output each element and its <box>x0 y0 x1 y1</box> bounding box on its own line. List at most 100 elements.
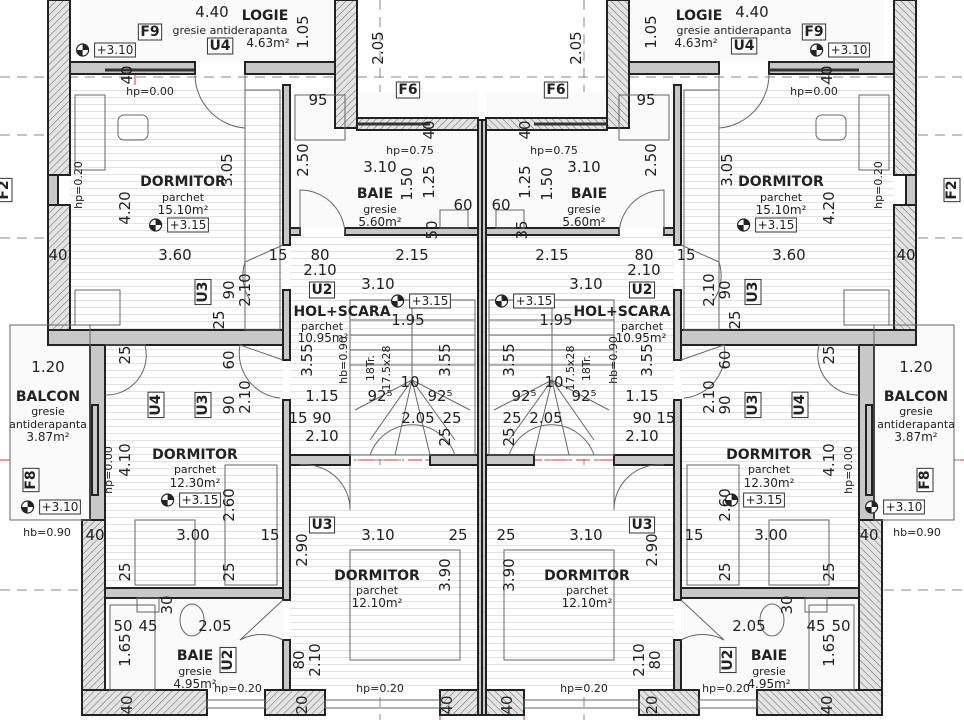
baie2-u2-label: U2 <box>720 649 736 670</box>
hol-u2-label: U2 <box>311 282 332 298</box>
label-frame <box>743 492 785 508</box>
label-frame <box>755 217 797 233</box>
hol-195-label: 1.95 <box>391 311 424 329</box>
baie1-title-label: BAIE <box>571 186 607 202</box>
dorm1-420-label: 4.20 <box>820 191 838 224</box>
level-marker-icon <box>810 43 824 57</box>
baie1-50-label: 35 <box>513 220 531 239</box>
hol-115-label: 1.15 <box>305 387 338 405</box>
baie1-area-label: 5.60m² <box>562 215 605 229</box>
dorm2-410-label: 4.10 <box>116 443 134 476</box>
w-40f-label: 40 <box>498 695 516 714</box>
d-25d-label: 25 <box>820 562 838 581</box>
dorm3-u3-label: U3 <box>631 517 652 533</box>
st-925a-label: 92⁵ <box>571 387 596 405</box>
dorm2-u4-label: U4 <box>792 394 808 415</box>
d-210b-label: 2.10 <box>700 273 718 306</box>
d-15a-label: 15 <box>676 246 695 264</box>
hp-075-label: hp=0.75 <box>530 144 578 157</box>
hol-area-label: 10.95m² <box>298 331 349 345</box>
dorm3-310-label: 3.10 <box>361 526 394 544</box>
d-360-label: 3.60 <box>772 246 805 264</box>
level-marker-icon <box>391 294 405 308</box>
dorm2-u3-label: U3 <box>745 394 761 415</box>
d-40d-label: 40 <box>859 526 878 544</box>
label-frame <box>194 391 212 419</box>
label-frame <box>39 499 81 515</box>
logie-width-label: 4.40 <box>195 3 228 21</box>
dorm2-finish-label: parchet <box>174 463 217 476</box>
wall-40b-label: 40 <box>420 120 438 139</box>
label-frame <box>791 391 809 419</box>
dorm1-level-label: +3.15 <box>170 218 207 232</box>
d-210a-label: 2.10 <box>303 261 336 279</box>
hol-finish-label: parchet <box>301 320 344 333</box>
label-frame <box>206 37 234 55</box>
hp-020a-label: hp=0.20 <box>702 682 750 695</box>
logie-title-label: LOGIE <box>242 8 289 24</box>
baie2-30-label: 30 <box>158 595 176 614</box>
d-80b-label: 80 <box>290 650 308 669</box>
d-80a-label: 80 <box>634 246 653 264</box>
dorm1-area-label: 15.10m² <box>756 203 807 217</box>
st-tr-label: 18Tr. <box>580 355 593 381</box>
dorm1-area-label: 15.10m² <box>158 203 209 217</box>
f8-label: F8 <box>23 470 39 489</box>
dorm2-area-label: 12.30m² <box>170 476 221 490</box>
dorm3-290-label: 2.90 <box>293 533 311 566</box>
dorm1-level-label: +3.15 <box>758 218 795 232</box>
label-frame <box>94 42 136 58</box>
dorm1-finish-label: parchet <box>162 191 205 204</box>
dorm2-level-label: +3.15 <box>182 493 219 507</box>
baie2-45-label: 45 <box>138 617 157 635</box>
label-frame <box>179 492 221 508</box>
dorm3-390-label: 3.90 <box>500 558 518 591</box>
balc-area-label: 3.87m² <box>894 430 937 444</box>
label-frame <box>147 391 165 419</box>
dorm3-290-label: 2.90 <box>643 533 661 566</box>
baie-310-label: 3.10 <box>567 158 600 176</box>
label-frame <box>194 278 212 306</box>
balc-120-label: 1.20 <box>899 358 932 376</box>
dorm1-u3-label: U3 <box>745 281 761 302</box>
gap-205-label: 2.05 <box>567 31 585 64</box>
st-355a-label: 3.55 <box>298 343 316 376</box>
baie2-finish-label: gresie <box>752 665 786 678</box>
f6-label: F6 <box>546 82 565 98</box>
dorm3-finish-label: parchet <box>356 584 399 597</box>
dorm2-finish-label: parchet <box>748 463 791 476</box>
dorm3-area-label: 12.10m² <box>352 596 403 610</box>
baie1-150-label: 1.50 <box>398 167 416 200</box>
baie1-150-label: 1.50 <box>538 167 556 200</box>
label-frame <box>628 281 656 299</box>
baie2-205-label: 2.05 <box>732 617 765 635</box>
d-90a-label: 90 <box>220 280 238 299</box>
gap-205-label: 2.05 <box>369 31 387 64</box>
balc-title-label: BALCON <box>16 389 80 405</box>
d-210a-label: 2.10 <box>627 261 660 279</box>
baie2-165-label: 1.65 <box>116 633 134 666</box>
f2-label: F2 <box>944 180 960 199</box>
logie-level-label: +3.10 <box>831 43 868 57</box>
st-25b-label: 25 <box>500 427 518 446</box>
level-marker-icon <box>725 493 739 507</box>
dorm2-title-label: DORMITOR <box>152 447 238 463</box>
hol-310-label: 3.10 <box>569 275 602 293</box>
hol-level-label: +3.15 <box>516 294 553 308</box>
d-90b-label: 90 <box>716 395 734 414</box>
d-90a-label: 90 <box>716 280 734 299</box>
baie2-50-label: 50 <box>113 617 132 635</box>
d-15a-label: 15 <box>268 246 287 264</box>
d-25e-label: 25 <box>716 562 734 581</box>
balc-120-label: 1.20 <box>31 358 64 376</box>
unit-left-geometry <box>8 0 484 717</box>
level-marker-icon <box>161 493 175 507</box>
dorm3-area-label: 12.10m² <box>562 596 613 610</box>
st-hb-label: hb=0.90 <box>607 336 620 384</box>
logie-u4-label: U4 <box>733 38 754 54</box>
baie2-165-label: 1.65 <box>820 633 838 666</box>
baie1-area-label: 5.60m² <box>358 215 401 229</box>
d-15b-label: 15 <box>684 526 703 544</box>
wall-40b-label: 40 <box>516 120 534 139</box>
balc-finish1-label: gresie <box>31 405 65 418</box>
